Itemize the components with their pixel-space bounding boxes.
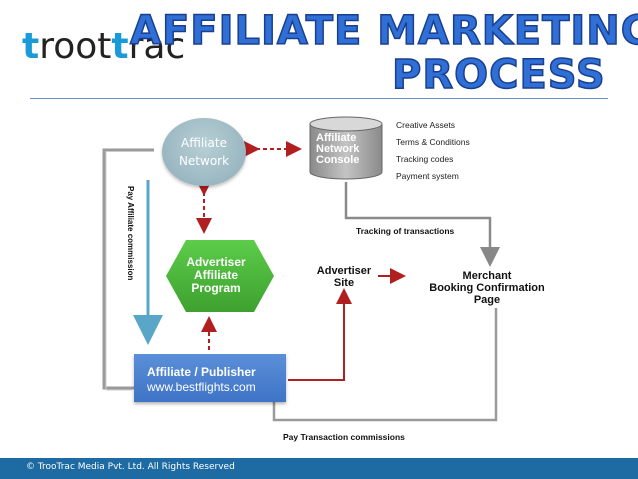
affiliate-network-label-line1: Affiliate [181, 136, 227, 150]
logo-text-root: root [39, 26, 112, 67]
advertiser-site-line1: Advertiser [316, 265, 372, 277]
publisher-title: Affiliate / Publisher [147, 365, 256, 379]
console-label-line1: Affiliate [316, 132, 357, 144]
console-label-line2: Network [316, 143, 360, 155]
merchant-line2: Booking Confirmation [429, 282, 545, 294]
asset-terms-conditions: Terms & Conditions [396, 137, 470, 147]
merchant-confirmation-label: Merchant Booking Confirmation Page [412, 270, 562, 306]
publisher-url: www.bestflights.com [147, 380, 256, 394]
outer-flow-line-shadow [105, 152, 132, 391]
logo-letter-t2: t [111, 26, 129, 67]
pay-commissions-line [272, 308, 498, 422]
advertiser-program-hexagon [166, 240, 274, 312]
advertiser-program-line3: Program [191, 281, 241, 295]
network-console-cylinder [309, 116, 383, 180]
pay-affiliate-label: Pay Affiliate commission [126, 186, 135, 281]
affiliate-publisher-box [134, 354, 286, 402]
asset-payment-system: Payment system [396, 171, 459, 181]
asset-tracking-codes: Tracking codes [396, 154, 454, 164]
advertiser-site-line2: Site [333, 277, 355, 289]
asset-creative-assets: Creative Assets [396, 120, 456, 130]
page-title-line1: Affiliate Marketing [129, 7, 638, 55]
affiliate-network-label: Affiliate Network [162, 134, 246, 170]
header-divider [30, 98, 608, 99]
merchant-line3: Page [473, 294, 501, 306]
logo-text-rac: rac [128, 26, 186, 67]
merchant-line1: Merchant [462, 270, 512, 282]
trootrac-logo: troottrac [22, 26, 185, 67]
advertiser-program-label: Advertiser Affiliate Program [170, 256, 262, 295]
publisher-site-link [288, 288, 352, 381]
pay-commissions-label: Pay Transaction commissions [283, 432, 405, 442]
advertiser-program-line1: Advertiser [186, 255, 246, 269]
network-console-label: Affiliate Network Console [316, 133, 386, 166]
logo-letter-t: t [22, 26, 40, 67]
console-assets-list: Creative Assets Terms & Conditions Track… [396, 117, 470, 185]
outer-flow-line [102, 148, 154, 390]
advertiser-site-label: Advertiser Site [310, 265, 378, 289]
page-title-line2: Process [391, 51, 606, 99]
affiliate-network-node [162, 118, 246, 186]
console-label-line3: Console [316, 154, 360, 166]
tracking-line [344, 182, 500, 267]
footer-bar [0, 458, 638, 479]
affiliate-network-label-line2: Network [178, 154, 230, 168]
footer-copyright: © TrooTrac Media Pvt. Ltd. All Rights Re… [26, 462, 235, 472]
tracking-label: Tracking of transactions [356, 226, 455, 236]
advertiser-program-line2: Affiliate [193, 268, 238, 282]
